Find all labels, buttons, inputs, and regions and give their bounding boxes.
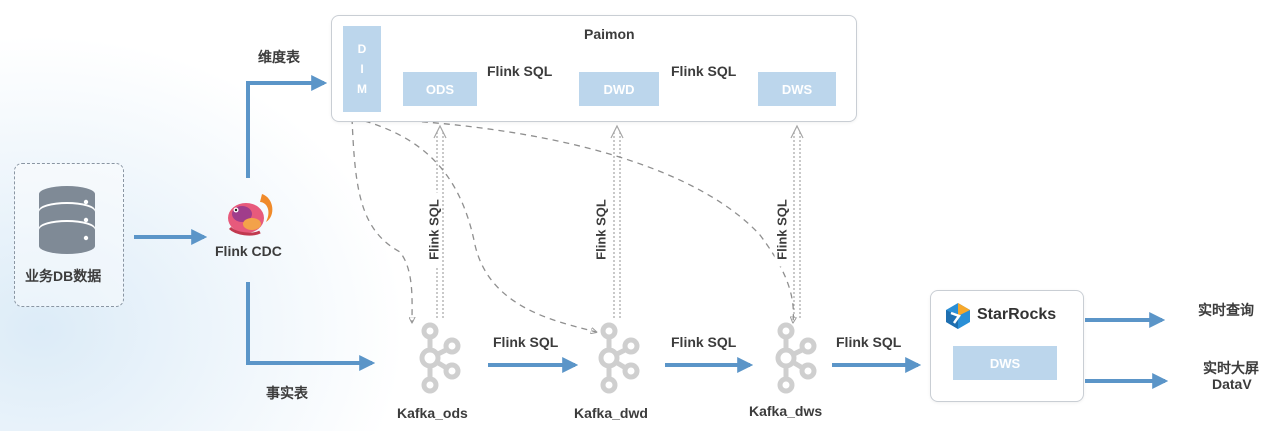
kafka-dwd-label: Kafka_dwd <box>574 405 648 421</box>
vline-dwd-head <box>610 124 624 139</box>
kafka-ods-label: Kafka_ods <box>397 405 468 421</box>
flink-cdc-label: Flink CDC <box>215 243 282 259</box>
dim-letter-i: I <box>360 62 364 76</box>
dashboard-label-line2: DataV <box>1212 376 1252 392</box>
dimension-table-label: 维度表 <box>258 49 300 65</box>
starrocks-dws-block: DWS <box>953 346 1057 380</box>
fact-table-label: 事实表 <box>266 385 308 401</box>
starrocks-brand: StarRocks <box>977 306 1057 323</box>
paimon-title: Paimon <box>584 26 635 42</box>
kafka-icon <box>775 322 817 394</box>
dim-lookup-dws <box>355 117 793 322</box>
dim-lookup-ods <box>351 117 412 322</box>
paimon-dwd-block: DWD <box>579 72 659 106</box>
source-db-label: 业务DB数据 <box>25 268 102 284</box>
arrow-cdc-to-kafka-ods <box>246 282 376 371</box>
dashboard-label-line1: 实时大屏 <box>1203 360 1259 376</box>
kafka-flink-sql-1: Flink SQL <box>493 334 559 350</box>
kafka-icon <box>419 322 461 394</box>
dim-letter-d: D <box>357 42 367 56</box>
vline-dws-head <box>790 124 804 139</box>
kafka-flink-sql-3: Flink SQL <box>836 334 902 350</box>
starrocks-logo-icon <box>946 303 970 329</box>
kafka-flink-sql-2: Flink SQL <box>671 334 737 350</box>
dim-lookup-dwd <box>353 117 596 332</box>
vertical-flink-sql-dwd: Flink SQL <box>593 192 609 267</box>
vline-ods-head <box>433 124 447 139</box>
flink-squirrel-icon <box>228 194 273 236</box>
kafka-dws-label: Kafka_dws <box>749 403 823 419</box>
kafka-icon <box>598 322 640 394</box>
database-icon <box>39 186 95 254</box>
paimon-flink-sql-1: Flink SQL <box>487 63 553 79</box>
paimon-dws-block: DWS <box>758 72 836 106</box>
vertical-flink-sql-dws: Flink SQL <box>774 192 790 267</box>
dim-letter-m: M <box>357 82 367 96</box>
realtime-query-label: 实时查询 <box>1198 302 1254 318</box>
paimon-flink-sql-2: Flink SQL <box>671 63 737 79</box>
dim-block: D I M <box>343 26 381 112</box>
arrow-cdc-to-dim <box>246 75 328 178</box>
paimon-ods-block: ODS <box>403 72 477 106</box>
vertical-flink-sql-ods: Flink SQL <box>426 192 442 267</box>
